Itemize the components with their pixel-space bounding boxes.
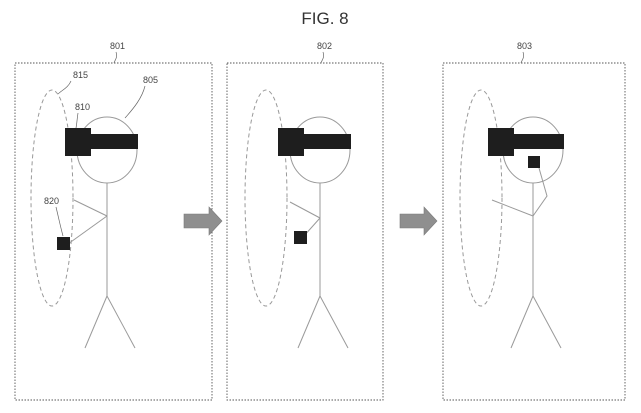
hmd-camera bbox=[488, 128, 514, 156]
panel-802-ref-label: 802 bbox=[317, 41, 332, 51]
panel-801-ref-label: 801 bbox=[110, 41, 125, 51]
panel-803: 803 bbox=[443, 41, 625, 400]
panel-802-leader bbox=[321, 52, 324, 63]
hmd-band bbox=[88, 134, 138, 149]
hmd-camera bbox=[278, 128, 304, 156]
panel-803-ref-label: 803 bbox=[517, 41, 532, 51]
callout-hand-area-label: 815 bbox=[73, 70, 88, 80]
panel-803-leader bbox=[521, 52, 524, 63]
callout-head-label: 805 bbox=[143, 75, 158, 85]
hmd-band bbox=[301, 134, 351, 149]
hmd-camera bbox=[65, 128, 91, 156]
callout-hmd-camera-label: 810 bbox=[75, 102, 90, 112]
callout-hand-device-label: 820 bbox=[44, 196, 59, 206]
hand-device bbox=[57, 237, 70, 250]
panel-803-frame bbox=[443, 63, 625, 400]
hand-device bbox=[294, 231, 307, 244]
sequence-arrow-2 bbox=[400, 207, 437, 235]
hand-device bbox=[528, 156, 540, 168]
panel-801-leader bbox=[114, 52, 117, 63]
figure-title: FIG. 8 bbox=[301, 9, 348, 28]
panel-802: 802 bbox=[227, 41, 383, 400]
panel-801: 801 815 810 805 820 bbox=[15, 41, 212, 400]
panel-801-frame bbox=[15, 63, 212, 400]
hmd-band bbox=[514, 134, 564, 149]
